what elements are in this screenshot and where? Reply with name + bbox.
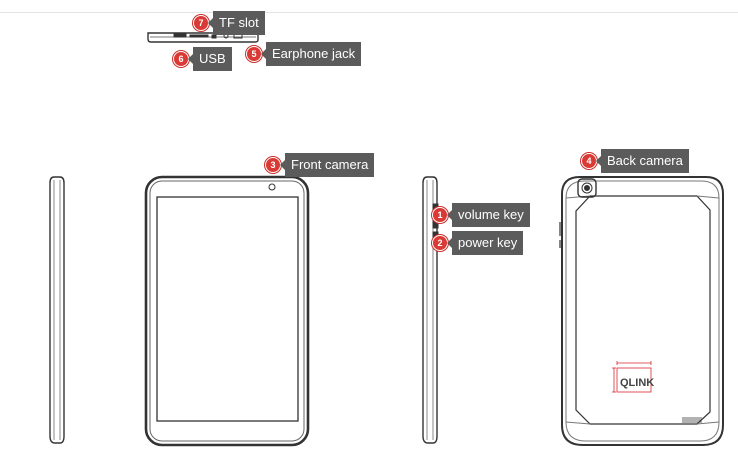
- callout-number: 4: [581, 153, 597, 169]
- callout-label: USB: [188, 47, 232, 71]
- callout-number: 5: [246, 46, 262, 62]
- brand-logo: QLINK: [620, 377, 654, 389]
- callout-label: Front camera: [279, 153, 375, 177]
- left-side-view: [49, 176, 65, 444]
- callout-label: TF slot: [208, 11, 265, 35]
- callout-number: 1: [432, 207, 448, 223]
- callout-label: Earphone jack: [260, 42, 362, 66]
- callout-number: 3: [265, 157, 281, 173]
- callout-label: volume key: [447, 203, 530, 227]
- top-divider: [0, 12, 738, 13]
- back-view: [559, 176, 724, 446]
- callout-label: Back camera: [596, 149, 689, 173]
- callout-number: 6: [173, 51, 189, 67]
- callout-number: 2: [432, 235, 448, 251]
- front-view: [144, 175, 310, 447]
- callout-number: 7: [193, 15, 209, 31]
- callout-label: power key: [446, 231, 524, 255]
